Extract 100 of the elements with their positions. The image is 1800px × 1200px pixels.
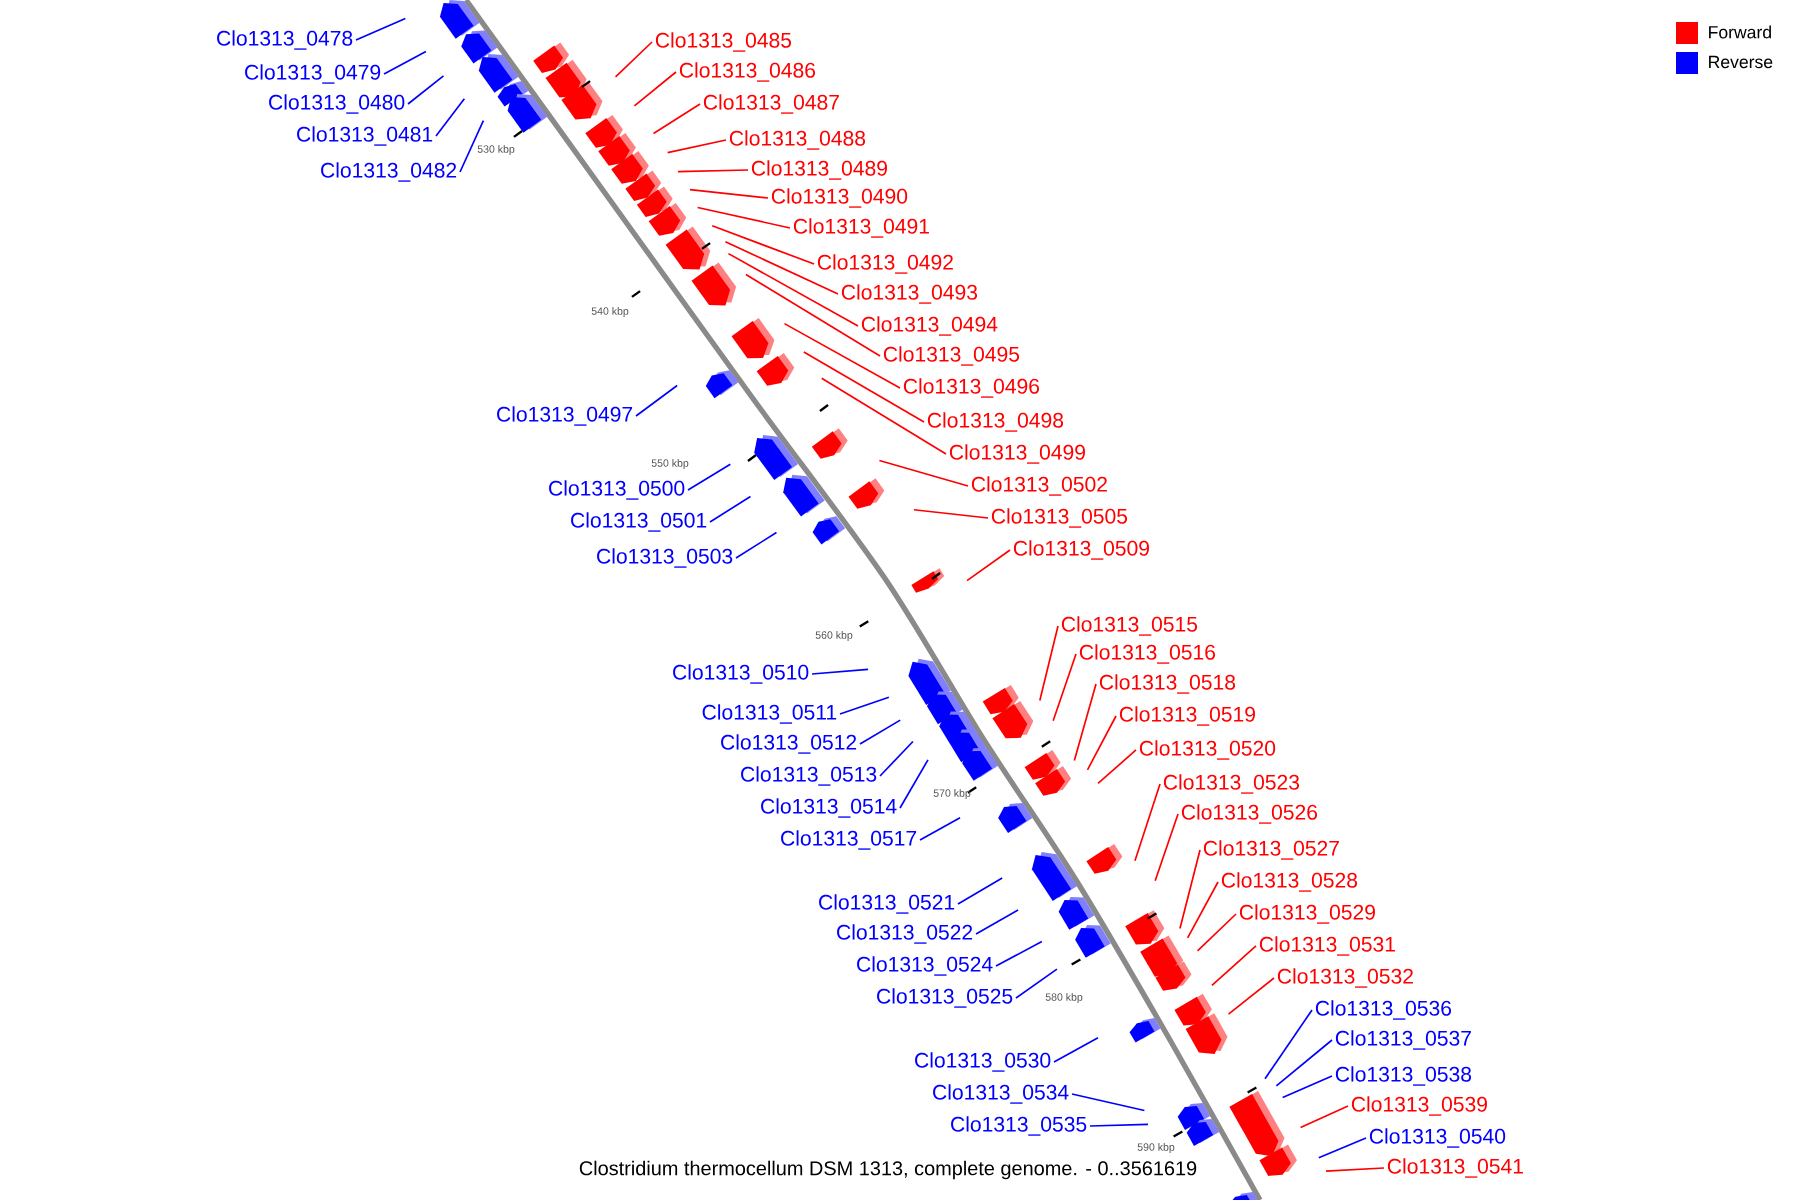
gene-label: Clo1313_0486 <box>679 62 816 82</box>
gene-label: Clo1313_0505 <box>991 508 1128 528</box>
leader-line <box>1015 968 1058 999</box>
gene-label: Clo1313_0529 <box>1239 904 1375 924</box>
gene-label: Clo1313_0490 <box>771 188 908 208</box>
gene-label: Clo1313_0498 <box>927 412 1064 432</box>
leader-line <box>1134 783 1161 862</box>
gene-label: Clo1313_0502 <box>971 476 1107 496</box>
gene-label: Clo1313_0488 <box>729 130 866 150</box>
leader-line <box>1299 1105 1349 1129</box>
leader-line <box>666 139 727 154</box>
gene-label: Clo1313_0530 <box>915 1052 1051 1072</box>
leader-line <box>1052 653 1077 722</box>
leader-line <box>696 206 791 229</box>
gene-label: Clo1313_0525 <box>877 988 1013 1008</box>
leader-line <box>727 252 859 327</box>
gene-label: Clo1313_0496 <box>903 378 1040 398</box>
leader-line <box>355 17 407 41</box>
gene-label: Clo1313_0532 <box>1277 968 1413 988</box>
leader-line <box>1227 977 1275 1015</box>
leader-line <box>689 188 769 199</box>
leader-line <box>966 549 1011 582</box>
leader-line <box>899 759 929 809</box>
gene-label: Clo1313_0497 <box>497 406 633 426</box>
gene-label: Clo1313_0531 <box>1259 936 1395 956</box>
leader-line <box>1317 1137 1367 1159</box>
leader-line <box>1073 683 1097 762</box>
legend-label: Reverse <box>1709 55 1773 69</box>
leader-line <box>459 119 485 173</box>
gene-label: Clo1313_0478 <box>217 30 353 50</box>
leader-line <box>745 273 881 357</box>
leader-line <box>1038 625 1059 702</box>
legend-label: Forward <box>1709 25 1771 39</box>
gene-label: Clo1313_0520 <box>1139 740 1276 760</box>
gene-label: Clo1313_0500 <box>549 480 685 500</box>
leader-line <box>1089 1123 1149 1127</box>
leader-line <box>820 377 947 455</box>
leader-line <box>919 816 961 841</box>
leader-line <box>878 459 969 487</box>
gene-label: Clo1313_0515 <box>1061 616 1198 636</box>
leader-line <box>709 495 752 523</box>
gene-label: Clo1313_0528 <box>1221 872 1358 892</box>
leader-line <box>913 508 989 519</box>
leader-line <box>1211 945 1257 987</box>
gene-label: Clo1313_0494 <box>861 316 998 336</box>
gene-label: Clo1313_0516 <box>1079 644 1216 664</box>
gene-label: Clo1313_0512 <box>721 734 857 754</box>
leader-line <box>687 463 732 491</box>
gene-label: Clo1313_0517 <box>781 830 917 850</box>
leader-line <box>811 668 869 675</box>
gene-label: Clo1313_0509 <box>1013 540 1149 560</box>
leader-line <box>383 50 427 75</box>
gene-label: Clo1313_0522 <box>837 924 973 944</box>
gene-label: Clo1313_0482 <box>321 162 457 182</box>
leader-line <box>1071 1093 1146 1112</box>
leader-line <box>1086 715 1117 771</box>
leader-line <box>1186 881 1219 939</box>
gene-label: Clo1313_0539 <box>1351 1096 1487 1116</box>
leader-line <box>652 103 701 135</box>
gene-label: Clo1313_0485 <box>655 32 792 52</box>
leader-line <box>1053 1036 1099 1063</box>
leader-line <box>435 97 466 137</box>
gene-label: Clo1313_0491 <box>793 218 929 238</box>
leader-line <box>1154 813 1179 882</box>
gene-label: Clo1313_0519 <box>1119 706 1255 726</box>
leader-line <box>735 531 778 559</box>
leader-line <box>635 384 678 417</box>
leader-line <box>407 75 445 105</box>
gene-label: Clo1313_0495 <box>883 346 1020 366</box>
gene-label: Clo1313_0493 <box>841 284 978 304</box>
gene-label: Clo1313_0479 <box>245 64 381 84</box>
gene-label: Clo1313_0510 <box>673 664 809 684</box>
leader-line <box>1097 749 1137 785</box>
gene-label: Clo1313_0536 <box>1315 1000 1452 1020</box>
leader-line <box>957 877 1004 905</box>
leader-line <box>1281 1075 1333 1099</box>
gene-label: Clo1313_0540 <box>1369 1128 1506 1148</box>
leader-line <box>633 71 677 107</box>
gene-label: Clo1313_0489 <box>751 160 887 180</box>
leader-line <box>995 940 1043 967</box>
gene-label: Clo1313_0503 <box>597 548 733 568</box>
leader-line <box>1325 1167 1385 1172</box>
leader-line <box>783 322 901 389</box>
gene-label: Clo1313_0514 <box>761 798 897 818</box>
gene-label: Clo1313_0521 <box>819 894 955 914</box>
gene-label: Clo1313_0480 <box>269 94 405 114</box>
gene-label: Clo1313_0538 <box>1335 1066 1472 1086</box>
gene-label: Clo1313_0523 <box>1163 774 1300 794</box>
gene-label: Clo1313_0527 <box>1203 840 1339 860</box>
gene-label: Clo1313_0534 <box>933 1084 1069 1104</box>
leader-line <box>677 169 749 173</box>
leader-line <box>859 719 902 745</box>
leader-line <box>1275 1039 1333 1087</box>
leader-line <box>1264 1009 1313 1080</box>
leader-line <box>879 740 914 777</box>
gene-label: Clo1313_0537 <box>1335 1030 1471 1050</box>
caption: Clostridium thermocellum DSM 1313, complete genome. - 0..3561619 <box>579 1160 1197 1180</box>
leader-line <box>975 909 1019 935</box>
leader-line <box>724 240 839 295</box>
gene-label: Clo1313_0499 <box>949 444 1085 464</box>
